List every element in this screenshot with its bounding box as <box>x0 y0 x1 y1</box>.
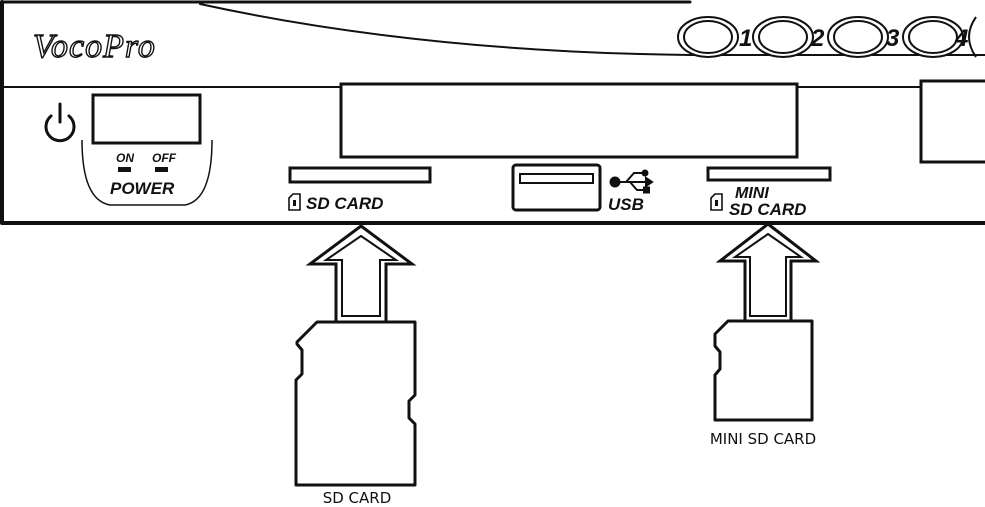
mini-sd-card-slot-label-line2: SD CARD <box>729 200 806 219</box>
power-label: POWER <box>110 179 175 198</box>
usb-icon <box>609 169 654 194</box>
mini-sd-card-slot-label-line1: MINI <box>735 185 769 202</box>
number-button-1-label: 1 <box>739 25 752 52</box>
power-on-label: ON <box>116 151 134 165</box>
power-switch[interactable] <box>91 93 202 145</box>
usb-port[interactable] <box>511 163 602 212</box>
usb-port-tongue <box>519 173 594 184</box>
number-button-4-label: 4 <box>954 25 968 52</box>
front-panel <box>0 0 985 225</box>
mini-sd-card-insert-arrow <box>715 222 821 324</box>
mini-sd-card <box>713 319 814 422</box>
number-button-3[interactable] <box>827 16 889 58</box>
mini-sd-card-slot[interactable] <box>706 166 832 182</box>
sd-card <box>294 320 417 487</box>
sd-card-insert-arrow <box>305 224 417 324</box>
number-button-3-label: 3 <box>886 25 900 52</box>
sd-card-slot-label: SD CARD <box>306 194 383 213</box>
sd-card-caption: SD CARD <box>323 489 392 507</box>
power-bay-outline <box>81 139 213 206</box>
display-window <box>919 79 985 164</box>
mini-sd-card-caption: MINI SD CARD <box>710 430 816 448</box>
power-off-label: OFF <box>152 151 177 165</box>
power-off-marker <box>155 167 168 172</box>
brand-logo: VocoPro <box>33 28 156 65</box>
card-lock-icon <box>288 193 301 211</box>
number-button-row <box>677 16 977 58</box>
power-icon <box>44 102 76 143</box>
card-lock-icon <box>710 193 723 211</box>
sd-card-slot[interactable] <box>288 166 432 184</box>
usb-label: USB <box>608 195 644 214</box>
number-button-4[interactable] <box>902 16 964 58</box>
power-on-marker <box>118 167 131 172</box>
number-button-2-label: 2 <box>810 25 825 52</box>
number-button-1[interactable] <box>677 16 739 58</box>
disc-tray[interactable] <box>339 82 799 159</box>
number-button-2[interactable] <box>752 16 814 58</box>
